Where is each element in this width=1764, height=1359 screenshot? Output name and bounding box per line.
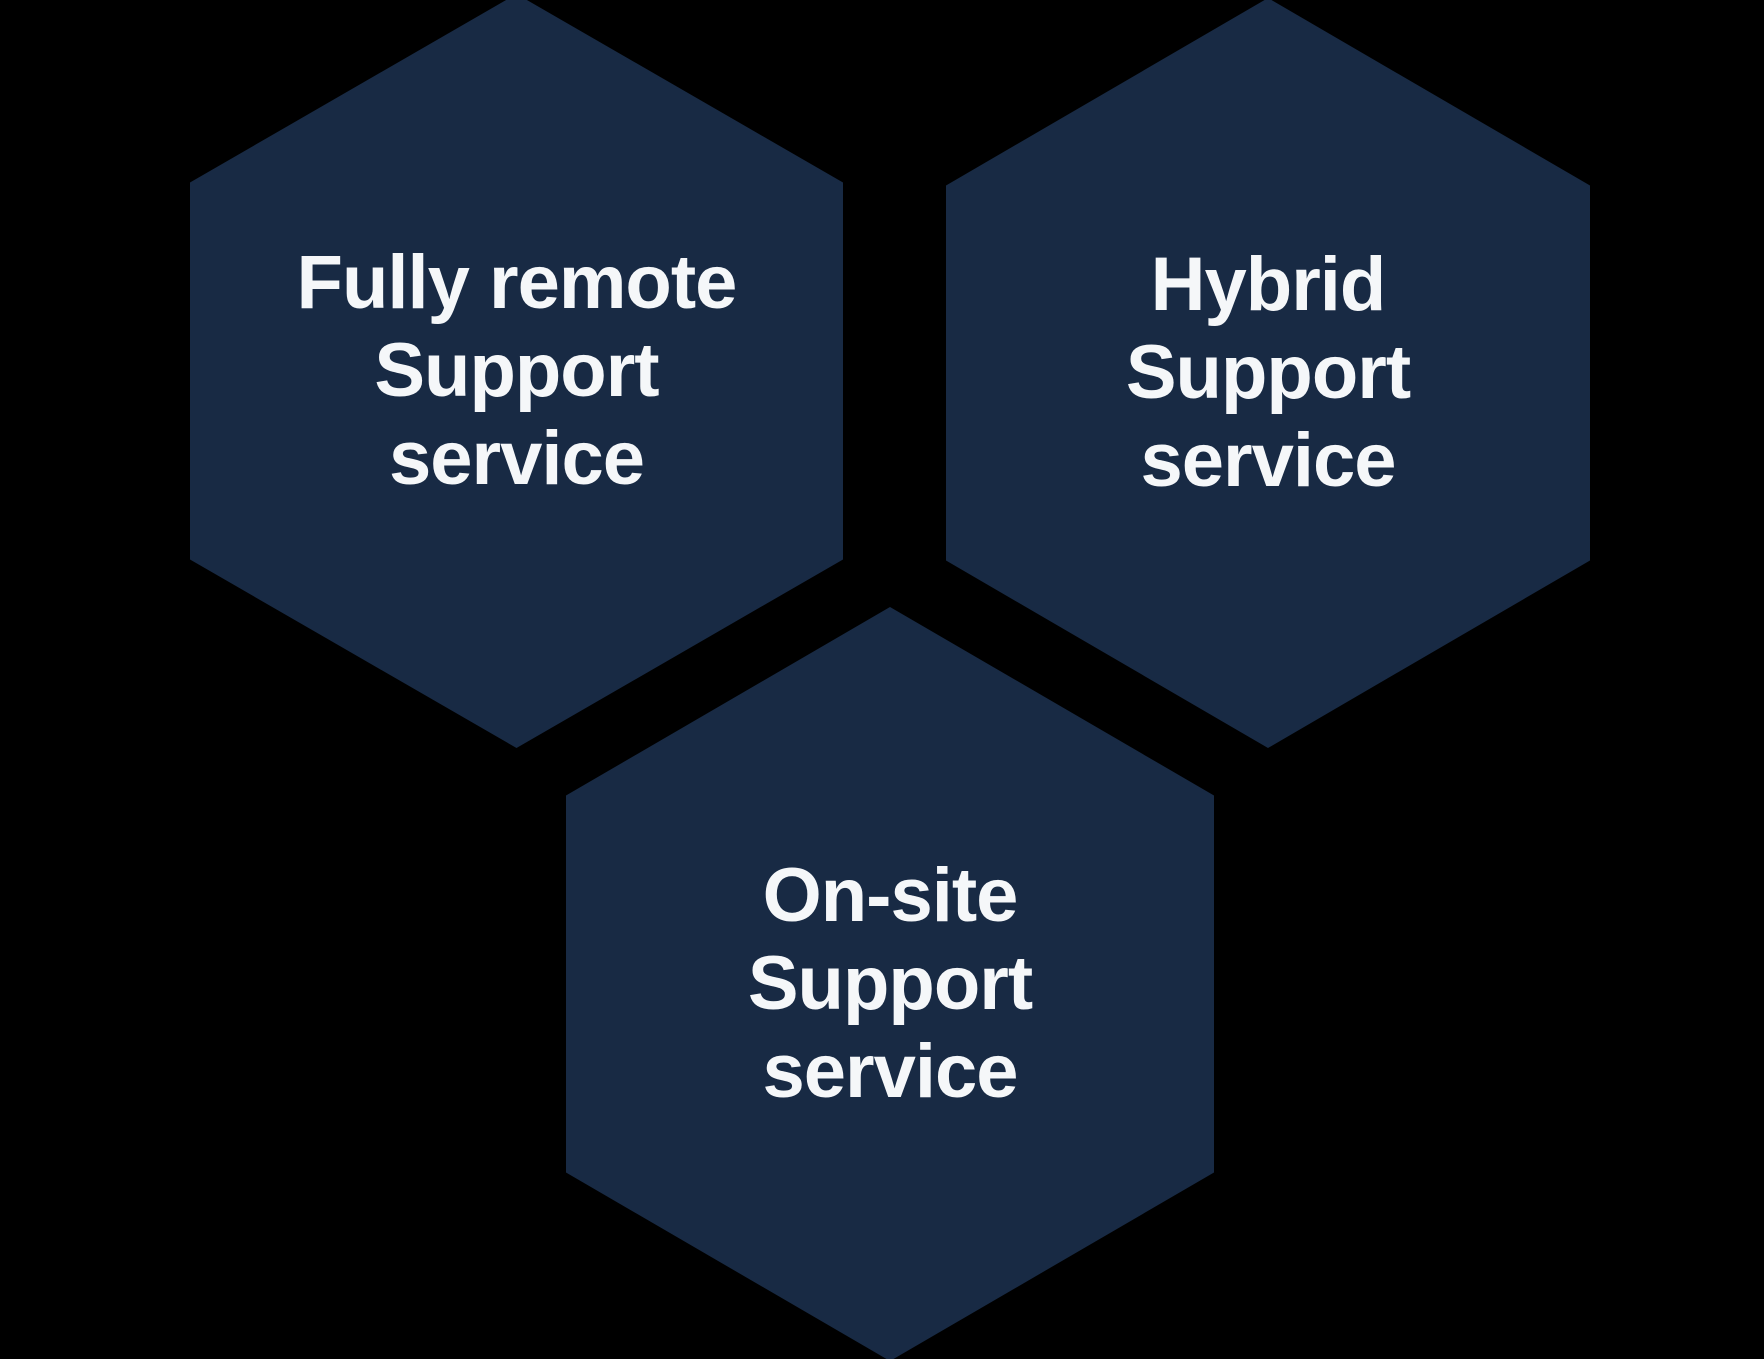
label-line: service	[762, 1029, 1018, 1114]
label-line: service	[1140, 418, 1396, 503]
hexagon-label: Hybrid Support service	[1125, 241, 1411, 505]
label-line: service	[388, 416, 645, 501]
label-line: Hybrid	[1150, 242, 1387, 327]
hexagon-label: On-site Support service	[747, 852, 1033, 1116]
label-line: Support	[1125, 330, 1411, 415]
hexagon-label: Fully remote Support service	[296, 239, 738, 503]
label-line: Support	[747, 941, 1033, 1026]
hexagon-on-site-support-service: On-site Support service	[566, 607, 1214, 1359]
label-line: Support	[374, 328, 659, 413]
label-line: On-site	[762, 853, 1019, 938]
hexagon-fully-remote-support-service: Fully remote Support service	[190, 0, 843, 748]
hexagon-hybrid-support-service: Hybrid Support service	[946, 0, 1590, 748]
label-line: Fully remote	[296, 240, 738, 325]
